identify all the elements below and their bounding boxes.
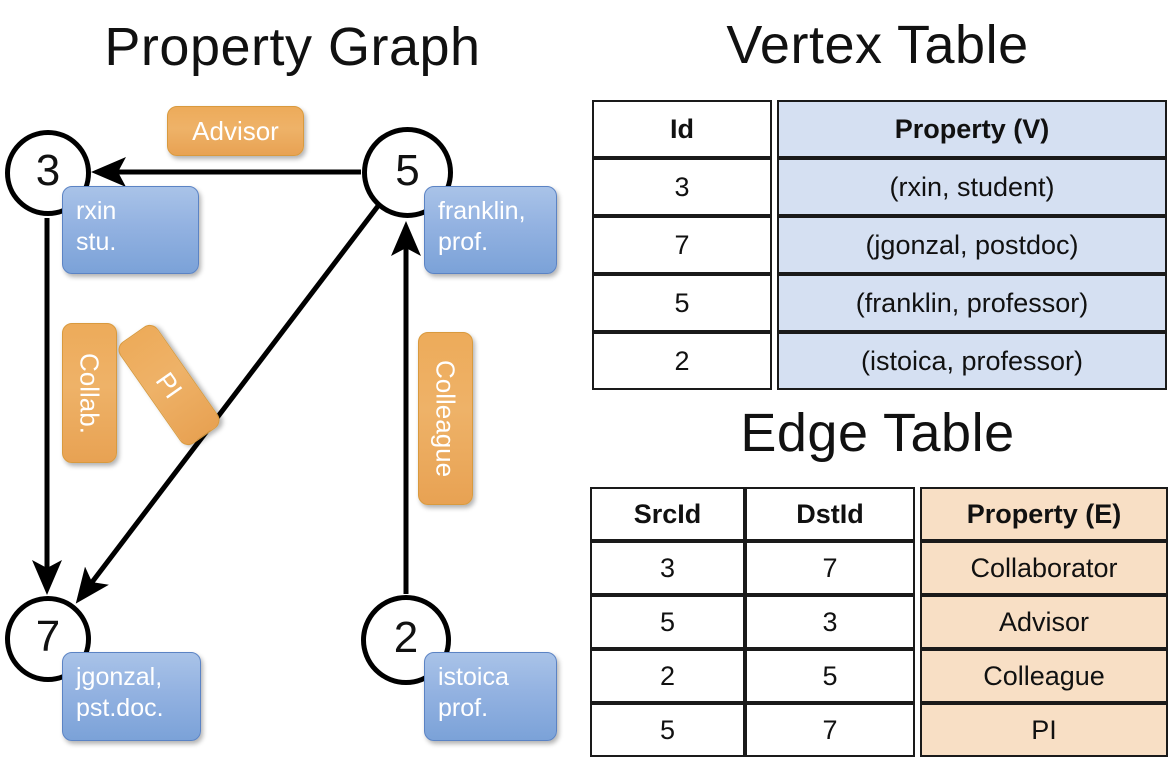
vertex-property-box-7: jgonzal, pst.doc. — [62, 652, 201, 741]
property-graph-diagram: 3 5 7 2 rxin stu. franklin, prof. jgonza… — [5, 106, 557, 741]
edge-table: SrcId DstId Property (E) 3 7 Collaborato… — [590, 487, 1168, 757]
table-row[interactable]: 5 3 Advisor — [590, 595, 1168, 649]
graph-node-5-label: 5 — [395, 145, 420, 195]
edge-label-collab: Collab. — [62, 323, 117, 463]
graph-node-5[interactable]: 5 — [362, 127, 453, 218]
edge-label-collab-text: Collab. — [74, 352, 105, 434]
table-row[interactable]: 3 7 Collaborator — [590, 541, 1168, 595]
edge-cell-srcid: 5 — [590, 595, 745, 649]
vertex-property-box-5: franklin, prof. — [424, 186, 557, 274]
graph-node-3-label: 3 — [35, 146, 61, 195]
table-row[interactable]: 7 (jgonzal, postdoc) — [592, 216, 1167, 274]
edge-cell-dstid: 5 — [745, 649, 915, 703]
vertex-table-header-property: Property (V) — [777, 100, 1167, 158]
edge-label-pi-text: PI — [149, 366, 189, 404]
vertex-property-box-3: rxin stu. — [62, 186, 199, 274]
edge-table-header-srcid: SrcId — [590, 487, 745, 541]
vertex-property-7-line1: jgonzal, — [76, 663, 163, 691]
vertex-cell-id: 3 — [592, 158, 772, 216]
graph-node-7-label: 7 — [35, 612, 61, 661]
edge-label-advisor-text: Advisor — [192, 116, 279, 146]
vertex-table: Id Property (V) 3 (rxin, student) 7 (jgo… — [592, 100, 1167, 390]
vertex-property-2-line2: prof. — [438, 694, 489, 723]
edge-cell-dstid: 7 — [745, 703, 915, 757]
graph-node-2[interactable]: 2 — [361, 595, 451, 685]
vertex-property-3-line2: stu. — [76, 228, 117, 257]
table-row[interactable]: 5 (franklin, professor) — [592, 274, 1167, 332]
vertex-property-5-line1: franklin, — [438, 197, 526, 225]
vertex-table-header-row: Id Property (V) — [592, 100, 1167, 158]
table-row[interactable]: 2 5 Colleague — [590, 649, 1168, 703]
graph-node-2-label: 2 — [393, 613, 419, 662]
edge-cell-srcid: 5 — [590, 703, 745, 757]
edge-cell-property: Advisor — [920, 595, 1168, 649]
edge-label-colleague: Colleague — [418, 332, 473, 505]
edge-arrow-5-to-7 — [75, 204, 380, 604]
vertex-cell-id: 7 — [592, 216, 772, 274]
vertex-cell-id: 2 — [592, 332, 772, 390]
graph-edges-svg — [32, 157, 421, 604]
edge-label-colleague-text: Colleague — [430, 359, 461, 478]
edge-table-header-property: Property (E) — [920, 487, 1168, 541]
vertex-table-header-id: Id — [592, 100, 772, 158]
edge-cell-property: PI — [920, 703, 1168, 757]
vertex-cell-id: 5 — [592, 274, 772, 332]
vertex-cell-property: (franklin, professor) — [777, 274, 1167, 332]
table-row[interactable]: 2 (istoica, professor) — [592, 332, 1167, 390]
vertex-property-3-line1: rxin — [76, 197, 117, 225]
edge-cell-srcid: 2 — [590, 649, 745, 703]
page-title-vertex-table: Vertex Table — [726, 15, 1029, 75]
page-title-edge-table: Edge Table — [740, 403, 1015, 463]
vertex-property-box-2: istoica prof. — [424, 652, 557, 741]
edge-label-advisor: Advisor — [167, 106, 304, 156]
vertex-cell-property: (rxin, student) — [777, 158, 1167, 216]
page-title-property-graph: Property Graph — [104, 17, 481, 77]
table-row[interactable]: 3 (rxin, student) — [592, 158, 1167, 216]
edge-cell-property: Collaborator — [920, 541, 1168, 595]
table-row[interactable]: 5 7 PI — [590, 703, 1168, 757]
edge-cell-srcid: 3 — [590, 541, 745, 595]
vertex-cell-property: (jgonzal, postdoc) — [777, 216, 1167, 274]
edge-table-header-row: SrcId DstId Property (E) — [590, 487, 1168, 541]
edge-cell-dstid: 7 — [745, 541, 915, 595]
vertex-property-7-line2: pst.doc. — [76, 694, 164, 723]
vertex-property-2-line1: istoica — [438, 663, 509, 691]
edge-cell-property: Colleague — [920, 649, 1168, 703]
vertex-property-5-line2: prof. — [438, 228, 489, 257]
vertex-cell-property: (istoica, professor) — [777, 332, 1167, 390]
edge-table-header-dstid: DstId — [745, 487, 915, 541]
edge-cell-dstid: 3 — [745, 595, 915, 649]
